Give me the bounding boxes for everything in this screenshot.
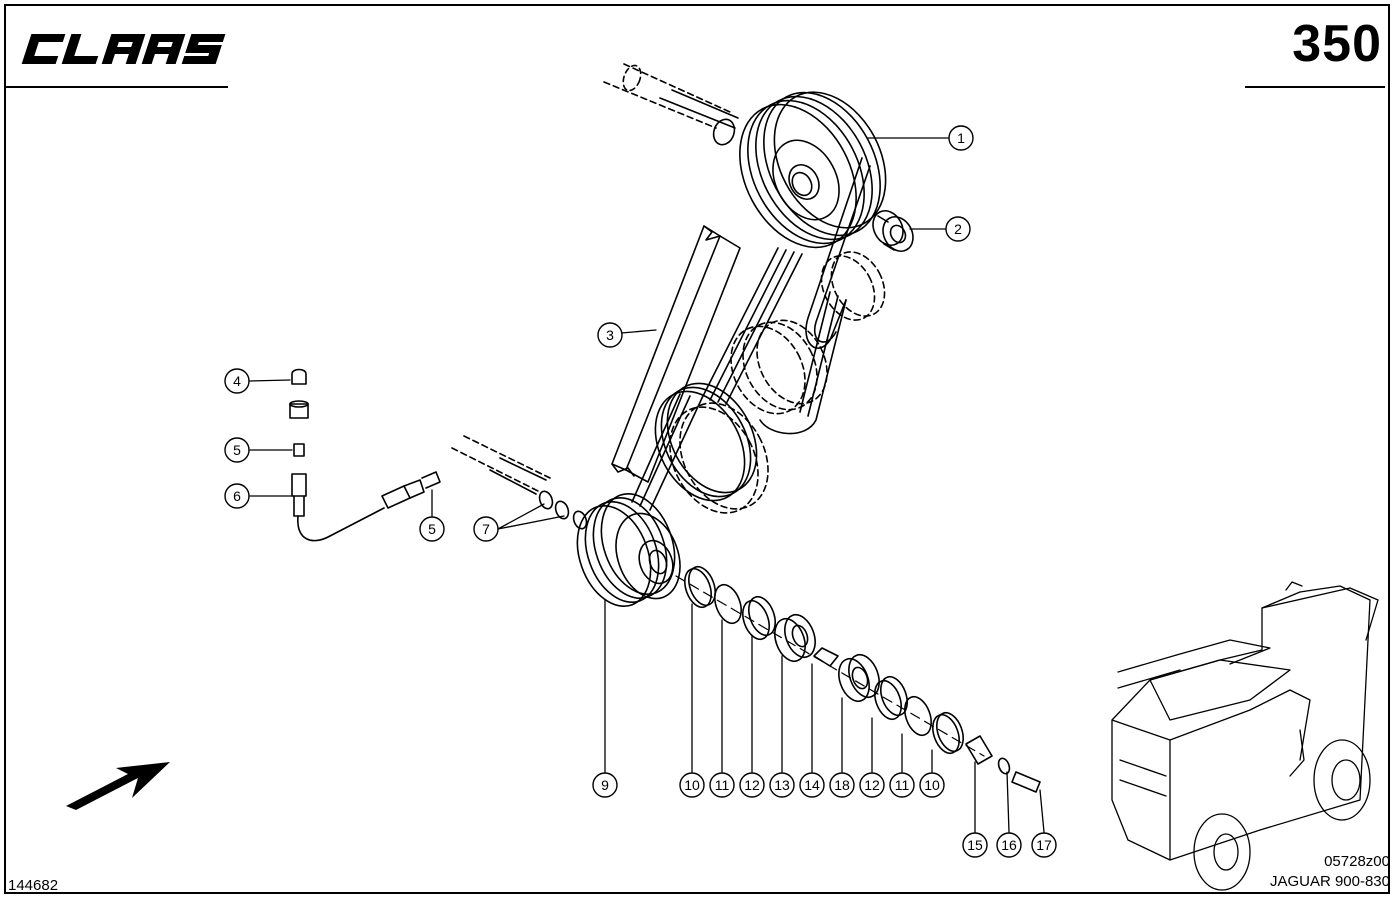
callout-circle	[1031, 832, 1057, 858]
callout-circle	[419, 516, 445, 542]
callout-circle	[962, 832, 988, 858]
callout-c10a: 10	[679, 772, 705, 798]
callout-label: 5	[428, 521, 436, 537]
middle-pulley	[654, 382, 758, 502]
image-code: 05728z00	[1324, 853, 1390, 870]
callout-circle	[996, 832, 1022, 858]
callout-circle	[224, 483, 250, 509]
callout-c15: 15	[962, 832, 988, 858]
snap-rings	[538, 490, 588, 530]
callout-label: 3	[606, 327, 614, 343]
callout-c13: 13	[769, 772, 795, 798]
page-frame	[4, 4, 1390, 894]
callout-circle	[945, 216, 971, 242]
callout-circle	[597, 322, 623, 348]
callout-c17: 17	[1031, 832, 1057, 858]
callout-c11a: 11	[709, 772, 735, 798]
callout-c18: 18	[829, 772, 855, 798]
callout-label: 13	[774, 777, 790, 793]
callout-circle	[739, 772, 765, 798]
callout-c14: 14	[799, 772, 825, 798]
leader-lines	[249, 137, 1045, 833]
belt-guard	[611, 225, 741, 483]
callout-circle	[948, 125, 974, 151]
callout-c5b: 5	[419, 516, 445, 542]
callout-circle	[829, 772, 855, 798]
callout-c1: 1	[948, 125, 974, 151]
callout-circle	[859, 772, 885, 798]
drawing-number: 144682	[8, 877, 59, 894]
callout-c12a: 12	[739, 772, 765, 798]
header-rule-right	[1245, 86, 1385, 88]
callout-circle	[224, 437, 250, 463]
callout-label: 11	[895, 777, 910, 793]
upper-shaft	[603, 63, 739, 146]
callout-label: 12	[744, 777, 760, 793]
header-rule-left	[6, 86, 228, 88]
callout-c4: 4	[224, 368, 250, 394]
callout-label: 4	[233, 373, 241, 389]
callout-circle	[919, 772, 945, 798]
bearing-stack	[675, 565, 1041, 793]
callout-circle	[679, 772, 705, 798]
callout-circle	[592, 772, 618, 798]
callout-label: 1	[957, 130, 965, 146]
page-number: 350	[1292, 15, 1382, 73]
callout-label: 2	[954, 221, 962, 237]
callout-c16: 16	[996, 832, 1022, 858]
callout-circle	[224, 368, 250, 394]
claas-logo-graphic	[21, 34, 226, 64]
callout-label: 10	[684, 777, 700, 793]
callout-c5a: 5	[224, 437, 250, 463]
callout-c10b: 10	[919, 772, 945, 798]
callout-circle	[889, 772, 915, 798]
callout-c3: 3	[597, 322, 623, 348]
callout-c9: 9	[592, 772, 618, 798]
callout-label: 15	[967, 837, 983, 853]
callout-label: 12	[864, 777, 880, 793]
direction-arrow	[66, 762, 170, 810]
upper-pulley	[739, 91, 887, 249]
callout-label: 5	[233, 442, 241, 458]
callout-circle	[799, 772, 825, 798]
clamping-hub	[872, 210, 914, 252]
model-name: JAGUAR 900-830	[1269, 873, 1390, 890]
callout-label: 10	[924, 777, 940, 793]
callout-circle	[769, 772, 795, 798]
callout-c12b: 12	[859, 772, 885, 798]
callout-c11b: 11	[889, 772, 915, 798]
callout-label: 17	[1036, 837, 1052, 853]
callout-label: 11	[715, 777, 730, 793]
callout-c2: 2	[945, 216, 971, 242]
lower-shaft	[451, 435, 551, 495]
callout-label: 9	[601, 777, 609, 793]
lower-pulley	[576, 492, 681, 608]
callout-c7: 7	[473, 516, 499, 542]
callout-label: 6	[233, 488, 241, 504]
callout-c6: 6	[224, 483, 250, 509]
callout-circle	[473, 516, 499, 542]
grease-fitting-assembly	[289, 368, 441, 542]
tension-pulleys-dashed	[669, 251, 886, 514]
callout-circle	[709, 772, 735, 798]
callout-label: 7	[482, 521, 490, 537]
callout-label: 18	[834, 777, 850, 793]
claas-logo	[18, 26, 233, 70]
forage-harvester-thumbnail	[1111, 581, 1379, 891]
callout-label: 16	[1001, 837, 1017, 853]
callout-label: 14	[804, 777, 820, 793]
